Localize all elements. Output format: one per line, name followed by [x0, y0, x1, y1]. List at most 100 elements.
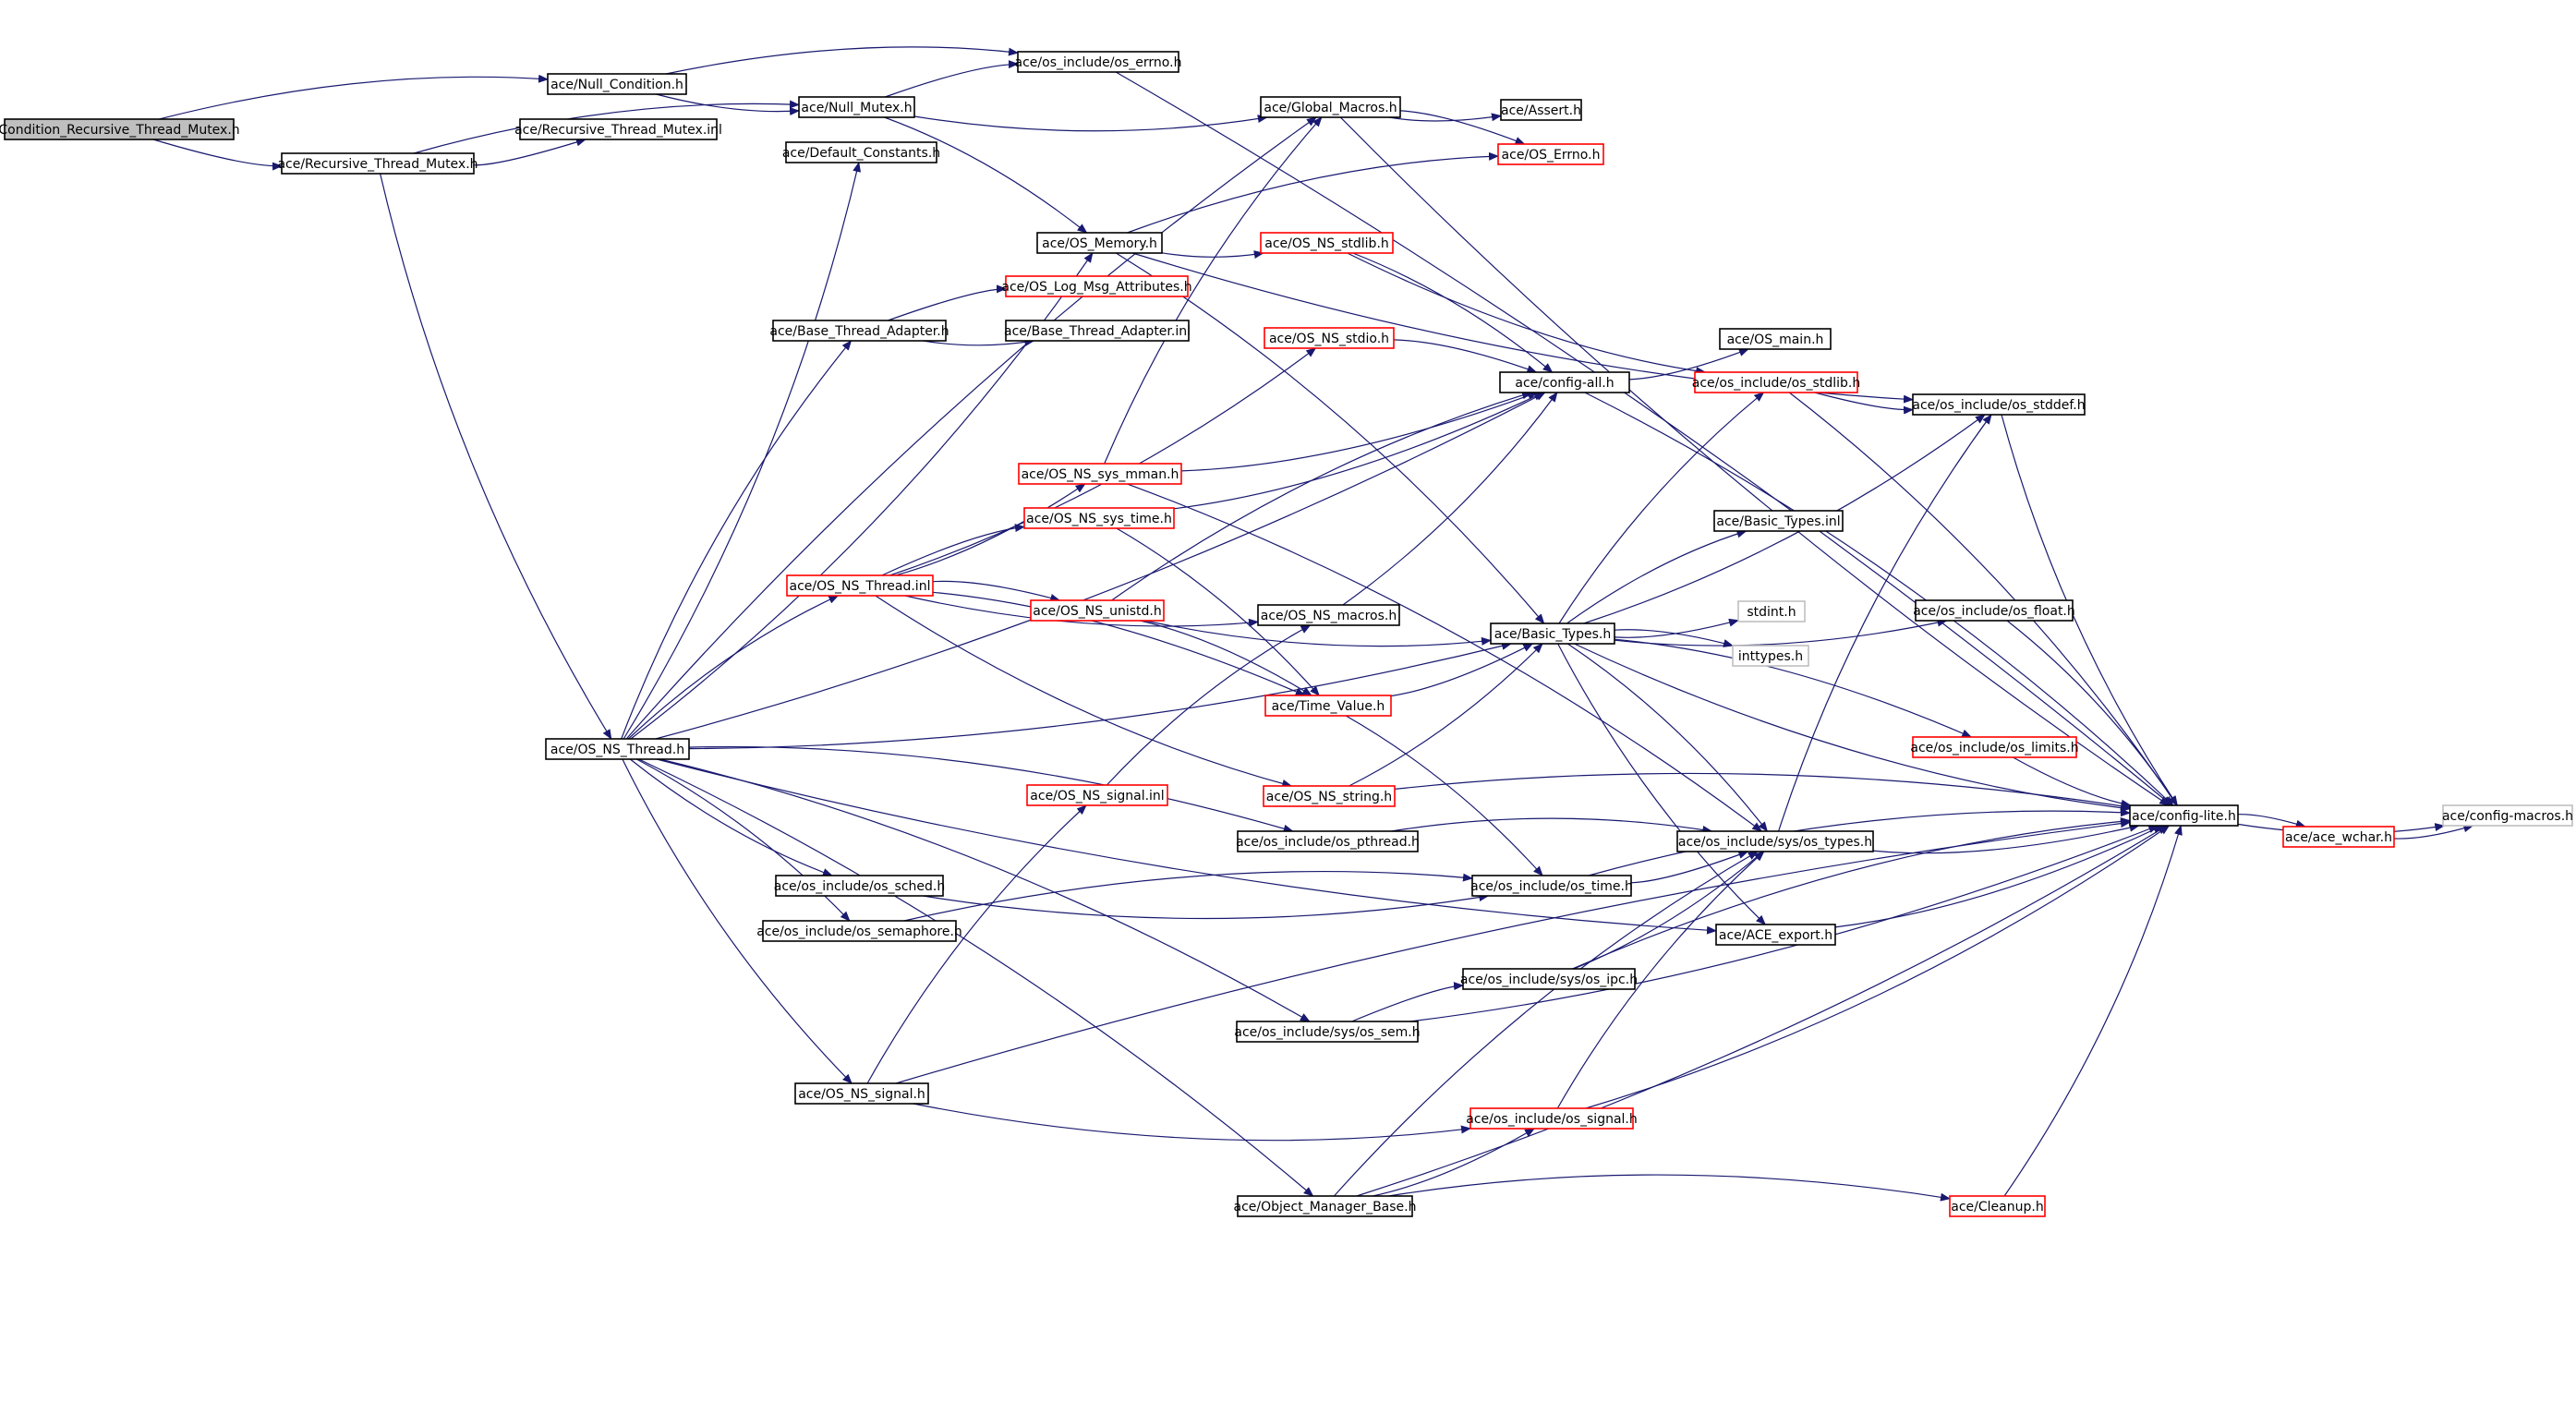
node-os_time[interactable]: ace/os_include/os_time.h: [1470, 875, 1633, 897]
node-thread_inl[interactable]: ace/OS_NS_Thread.inl: [786, 574, 934, 597]
node-os_main[interactable]: ace/OS_main.h: [1719, 328, 1832, 350]
node-box[interactable]: [1023, 507, 1175, 529]
node-ns_macros[interactable]: ace/OS_NS_macros.h: [1257, 604, 1400, 626]
node-box[interactable]: [1949, 1195, 2046, 1217]
node-box[interactable]: [1915, 599, 2074, 622]
node-log_msg_attr[interactable]: ace/OS_Log_Msg_Attributes.h: [1001, 275, 1192, 297]
node-box[interactable]: [785, 141, 937, 163]
node-cleanup[interactable]: ace/Cleanup.h: [1949, 1195, 2046, 1217]
node-box[interactable]: [1263, 785, 1396, 807]
node-box[interactable]: [1737, 600, 1806, 622]
node-box[interactable]: [1912, 393, 2086, 416]
node-box[interactable]: [1719, 328, 1832, 350]
node-box[interactable]: [794, 1082, 929, 1105]
node-box[interactable]: [786, 574, 934, 597]
node-config_macros[interactable]: ace/config-macros.h: [2442, 804, 2573, 827]
node-bta_inl[interactable]: ace/Base_Thread_Adapter.inl: [1004, 320, 1191, 342]
node-box[interactable]: [1264, 327, 1395, 349]
node-box[interactable]: [1036, 232, 1163, 254]
node-os_ns_stdio[interactable]: ace/OS_NS_stdio.h: [1264, 327, 1395, 349]
node-box[interactable]: [1676, 830, 1874, 852]
node-box[interactable]: [1236, 1021, 1419, 1043]
node-box[interactable]: [1462, 968, 1636, 990]
node-box[interactable]: [2282, 826, 2395, 848]
node-os_limits[interactable]: ace/os_include/os_limits.h: [1910, 736, 2079, 758]
node-box[interactable]: [1260, 96, 1401, 118]
node-os_float[interactable]: ace/os_include/os_float.h: [1913, 599, 2075, 622]
node-ace_wchar[interactable]: ace/ace_wchar.h: [2282, 826, 2395, 848]
node-stdint[interactable]: stdint.h: [1737, 600, 1806, 622]
node-box[interactable]: [1497, 143, 1604, 165]
node-box[interactable]: [1026, 784, 1168, 806]
node-unistd[interactable]: ace/OS_NS_unistd.h: [1030, 599, 1165, 622]
node-box[interactable]: [1030, 599, 1165, 622]
node-box[interactable]: [1469, 1107, 1634, 1130]
node-box[interactable]: [1237, 1195, 1413, 1217]
node-box[interactable]: [798, 96, 915, 118]
node-box[interactable]: [772, 320, 947, 342]
node-box[interactable]: [1260, 232, 1394, 254]
node-os_ns_stdlib[interactable]: ace/OS_NS_stdlib.h: [1260, 232, 1394, 254]
node-box[interactable]: [281, 152, 475, 175]
node-pthread[interactable]: ace/os_include/os_pthread.h: [1236, 830, 1420, 852]
node-rtm_inl[interactable]: ace/Recursive_Thread_Mutex.inl: [514, 118, 722, 140]
node-os_stdlib_inc[interactable]: ace/os_include/os_stdlib.h: [1692, 371, 1860, 393]
node-box[interactable]: [547, 73, 687, 95]
node-thread_h[interactable]: ace/OS_NS_Thread.h: [545, 738, 690, 760]
node-null_mutex[interactable]: ace/Null_Mutex.h: [798, 96, 915, 118]
node-box[interactable]: [1732, 645, 1809, 667]
node-box[interactable]: [1500, 99, 1582, 121]
node-time_value[interactable]: ace/Time_Value.h: [1264, 695, 1392, 717]
node-box[interactable]: [1694, 371, 1858, 393]
node-inttypes[interactable]: inttypes.h: [1732, 645, 1809, 667]
node-semaphore[interactable]: ace/os_include/os_semaphore.h: [756, 920, 962, 942]
node-sys_sem[interactable]: ace/os_include/sys/os_sem.h: [1234, 1021, 1421, 1043]
node-basic_types[interactable]: ace/Basic_Types.h: [1490, 622, 1615, 645]
node-default_const[interactable]: ace/Default_Constants.h: [782, 141, 940, 163]
node-box[interactable]: [1257, 604, 1400, 626]
node-os_signal[interactable]: ace/os_include/os_signal.h: [1466, 1107, 1638, 1130]
node-box[interactable]: [1017, 51, 1179, 73]
node-null_cond[interactable]: ace/Null_Condition.h: [547, 73, 687, 95]
node-bta_h[interactable]: ace/Base_Thread_Adapter.h: [769, 320, 949, 342]
node-box[interactable]: [545, 738, 690, 760]
node-box[interactable]: [1237, 830, 1419, 852]
node-config_lite[interactable]: ace/config-lite.h: [2129, 804, 2239, 827]
node-box[interactable]: [2129, 804, 2239, 827]
node-box[interactable]: [519, 118, 718, 140]
node-box[interactable]: [1713, 510, 1844, 532]
node-ns_signal[interactable]: ace/OS_NS_signal.h: [794, 1082, 929, 1105]
node-ace_export[interactable]: ace/ACE_export.h: [1715, 924, 1836, 946]
node-sys_time[interactable]: ace/OS_NS_sys_time.h: [1023, 507, 1175, 529]
node-sys_types[interactable]: ace/os_include/sys/os_types.h: [1676, 830, 1874, 852]
node-os_memory[interactable]: ace/OS_Memory.h: [1036, 232, 1163, 254]
node-box[interactable]: [762, 920, 957, 942]
node-sys_mman[interactable]: ace/OS_NS_sys_mman.h: [1018, 463, 1182, 485]
node-box[interactable]: [1018, 463, 1182, 485]
node-global_macros[interactable]: ace/Global_Macros.h: [1260, 96, 1401, 118]
node-box[interactable]: [1264, 695, 1392, 717]
node-box[interactable]: [775, 875, 944, 897]
node-box[interactable]: [1912, 736, 2077, 758]
node-rtm_h[interactable]: ace/Recursive_Thread_Mutex.h: [277, 152, 478, 175]
node-os_errno_inc[interactable]: ace/os_include/os_errno.h: [1015, 51, 1182, 73]
node-box[interactable]: [1499, 371, 1630, 393]
node-box[interactable]: [4, 118, 235, 140]
node-ns_string[interactable]: ace/OS_NS_string.h: [1263, 785, 1396, 807]
node-assert[interactable]: ace/Assert.h: [1500, 99, 1582, 121]
node-box[interactable]: [1471, 875, 1632, 897]
node-os_stddef[interactable]: ace/os_include/os_stddef.h: [1912, 393, 2086, 416]
node-sched[interactable]: ace/os_include/os_sched.h: [774, 875, 945, 897]
node-box[interactable]: [1005, 320, 1190, 342]
node-box[interactable]: [1490, 622, 1615, 645]
node-signal_inl[interactable]: ace/OS_NS_signal.inl: [1026, 784, 1168, 806]
node-config_all[interactable]: ace/config-all.h: [1499, 371, 1630, 393]
node-omb[interactable]: ace/Object_Manager_Base.h: [1234, 1195, 1417, 1217]
node-os_errno[interactable]: ace/OS_Errno.h: [1497, 143, 1604, 165]
node-box[interactable]: [1005, 275, 1189, 297]
node-box[interactable]: [1715, 924, 1836, 946]
node-basic_types_inl[interactable]: ace/Basic_Types.inl: [1713, 510, 1844, 532]
node-sys_ipc[interactable]: ace/os_include/sys/os_ipc.h: [1460, 968, 1638, 990]
node-box[interactable]: [2442, 804, 2573, 827]
node-root[interactable]: Condition_Recursive_Thread_Mutex.h: [0, 118, 240, 140]
